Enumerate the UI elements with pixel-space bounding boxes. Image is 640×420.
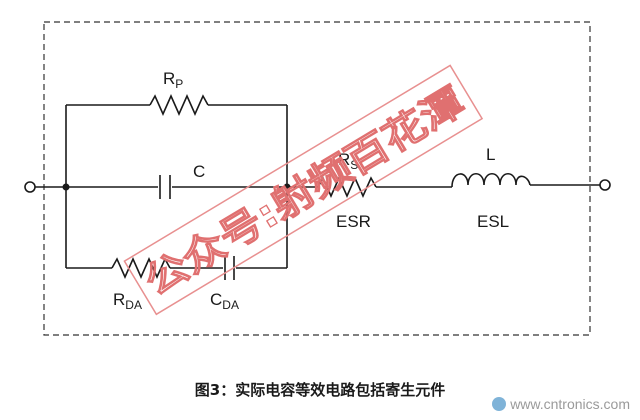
rp-resistor [149,94,209,116]
rda-resistor [111,257,171,279]
l-inductor [451,172,531,188]
rs-resistor [317,176,377,198]
rs-label: RS [338,150,358,172]
junction-right [283,183,291,191]
l-label: L [486,145,495,164]
cda-label: CDA [210,290,239,312]
watermark: 公众号:射频百花潭 [123,64,484,316]
site-watermark: www.cntronics.com [492,396,630,412]
watermark-text: 公众号:射频百花潭 [137,79,472,304]
right-terminal [599,179,611,191]
watermark-frame [123,64,484,316]
figure-caption: 图3：实际电容等效电路包括寄生元件 [194,381,446,399]
rp-label: RP [163,69,183,91]
c-label: C [193,162,205,181]
esl-label: ESL [477,212,509,231]
junction-left [62,183,70,191]
site-url: www.cntronics.com [510,396,630,412]
site-logo-icon [492,397,507,411]
left-terminal [24,181,36,193]
esr-label: ESR [336,212,371,231]
dashed-boundary [43,21,591,336]
rda-label: RDA [113,290,142,312]
